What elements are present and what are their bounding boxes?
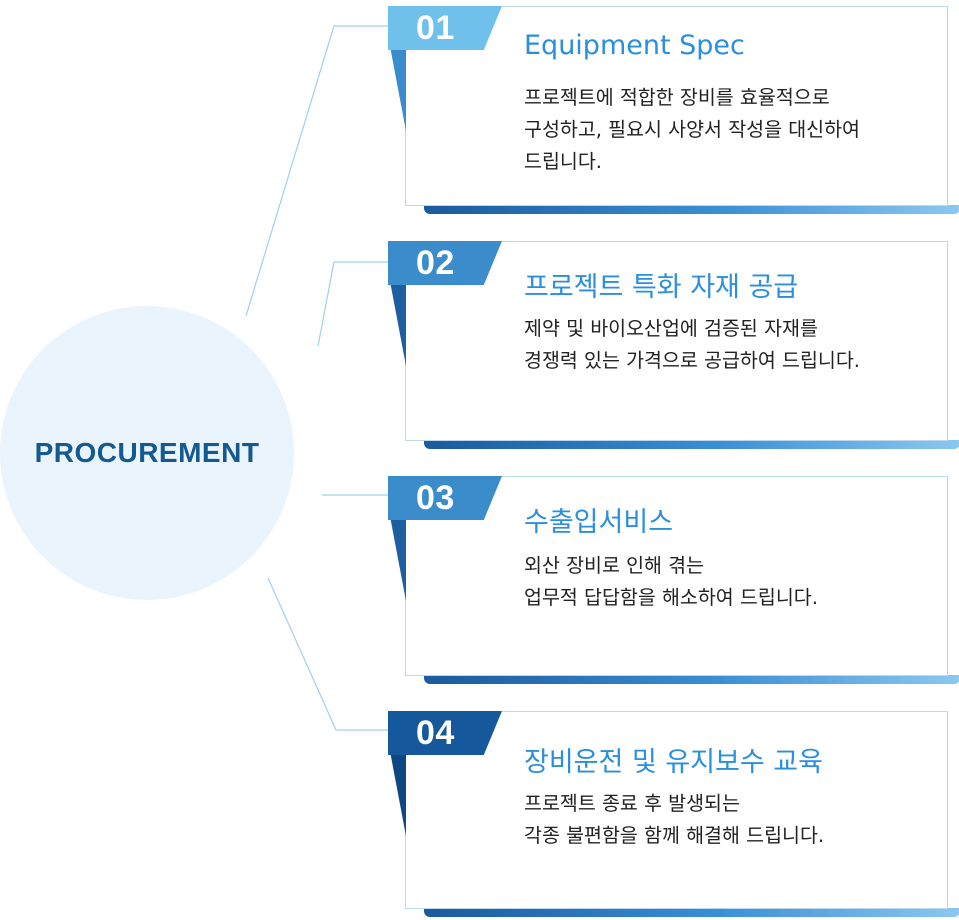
desc-line: 드립니다.	[524, 150, 602, 173]
card-description: 프로젝트에 적합한 장비를 효율적으로 구성하고, 필요시 사양서 작성을 대신…	[524, 82, 860, 178]
card-number: 01	[416, 8, 455, 47]
card-description: 제약 및 바이오산업에 검증된 자재를 경쟁력 있는 가격으로 공급하여 드립니…	[524, 313, 860, 377]
number-tab: 04	[388, 711, 502, 755]
card-body	[405, 6, 948, 206]
procurement-hub-circle: PROCUREMENT	[0, 306, 294, 600]
card-title: 수출입서비스	[524, 507, 674, 538]
card-fold	[389, 746, 406, 836]
card-fold	[389, 41, 406, 131]
desc-line: 업무적 답답함을 해소하여 드립니다.	[524, 586, 818, 609]
card-title: Equipment Spec	[524, 30, 745, 61]
card-body	[405, 711, 948, 909]
service-card-02: 02 프로젝트 특화 자재 공급 제약 및 바이오산업에 검증된 자재를 경쟁력…	[388, 241, 959, 451]
card-shadow	[424, 205, 959, 214]
card-shadow	[424, 675, 959, 684]
connector-line-04	[267, 577, 396, 731]
desc-line: 외산 장비로 인해 겪는	[524, 554, 705, 577]
number-tab: 01	[388, 6, 502, 50]
card-shadow	[424, 440, 959, 449]
card-description: 프로젝트 종료 후 발생되는 각종 불편함을 함께 해결해 드립니다.	[524, 788, 824, 852]
connector-line-02	[317, 261, 396, 347]
card-description: 외산 장비로 인해 겪는 업무적 답답함을 해소하여 드립니다.	[524, 550, 818, 614]
number-tab: 02	[388, 241, 502, 285]
desc-line: 구성하고, 필요시 사양서 작성을 대신하여	[524, 118, 860, 141]
hub-label: PROCUREMENT	[34, 437, 260, 468]
card-number: 03	[416, 478, 455, 517]
connector-line-01	[245, 25, 396, 317]
card-fold	[389, 511, 406, 601]
card-title: 프로젝트 특화 자재 공급	[524, 272, 799, 303]
card-body	[405, 476, 948, 676]
service-card-04: 04 장비운전 및 유지보수 교육 프로젝트 종료 후 발생되는 각종 불편함을…	[388, 711, 959, 920]
card-number: 04	[416, 713, 455, 752]
desc-line: 경쟁력 있는 가격으로 공급하여 드립니다.	[524, 349, 860, 372]
number-tab: 03	[388, 476, 502, 520]
desc-line: 제약 및 바이오산업에 검증된 자재를	[524, 317, 818, 340]
desc-line: 프로젝트에 적합한 장비를 효율적으로	[524, 86, 830, 109]
card-number: 02	[416, 243, 455, 282]
card-title: 장비운전 및 유지보수 교육	[524, 747, 823, 778]
card-fold	[389, 276, 406, 366]
card-shadow	[424, 908, 959, 917]
service-card-01: 01 Equipment Spec 프로젝트에 적합한 장비를 효율적으로 구성…	[388, 6, 959, 216]
desc-line: 프로젝트 종료 후 발생되는	[524, 792, 740, 815]
service-card-03: 03 수출입서비스 외산 장비로 인해 겪는 업무적 답답함을 해소하여 드립니…	[388, 476, 959, 686]
desc-line: 각종 불편함을 함께 해결해 드립니다.	[524, 824, 825, 847]
